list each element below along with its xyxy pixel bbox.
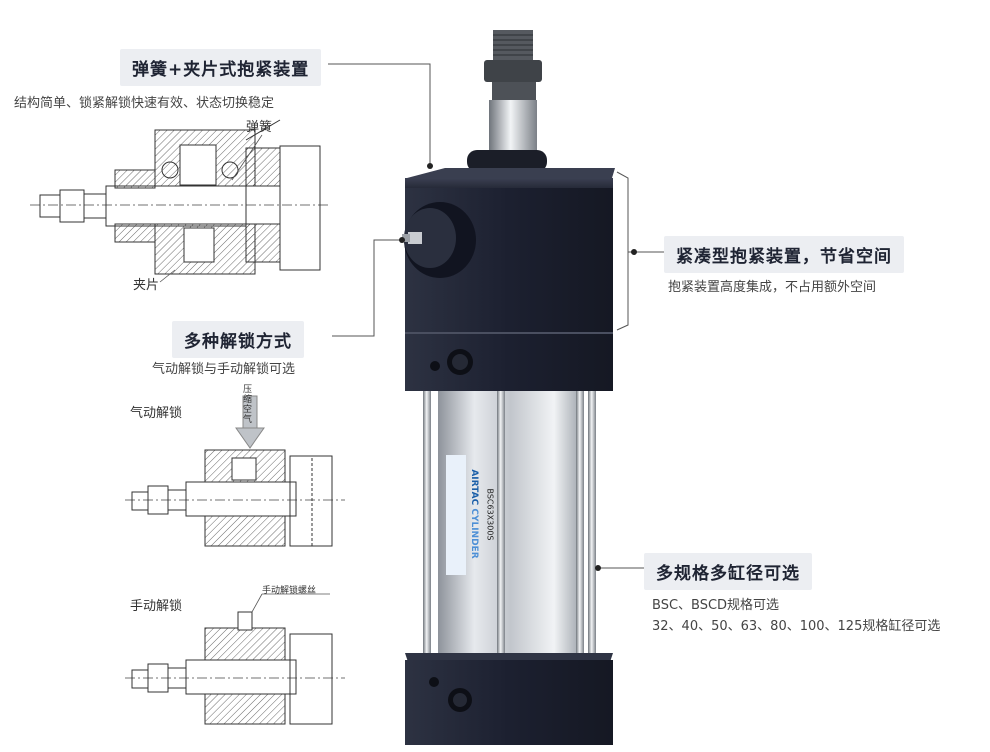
rod-nut xyxy=(484,60,542,82)
front-cap xyxy=(405,333,613,391)
callout-spring-clamp-title: 弹簧+夹片式抱紧装置 xyxy=(120,49,322,86)
piston-rod xyxy=(489,100,537,155)
tie-rod xyxy=(423,391,431,653)
label-manual-unlock: 手动解锁 xyxy=(130,599,183,614)
cylinder-product xyxy=(402,30,615,745)
cross-section-pneumatic xyxy=(125,395,345,547)
rear-cap xyxy=(405,660,613,745)
callout-compact-title: 紧凑型抱紧装置，节省空间 xyxy=(664,236,904,273)
callout-compact-subtitle: 抱紧装置高度集成，不占用额外空间 xyxy=(668,280,877,295)
label-air-supply: 压缩空气 xyxy=(243,385,253,425)
rod-collar xyxy=(467,150,547,172)
label-clip: 夹片 xyxy=(133,278,160,293)
product-label: AIRTAC CYLINDER xyxy=(469,454,479,574)
label-manual-screw: 手动解锁螺丝 xyxy=(262,586,317,596)
callout-unlock-subtitle: 气动解锁与手动解锁可选 xyxy=(152,362,296,377)
label-pneumatic-unlock: 气动解锁 xyxy=(130,406,183,421)
callout-unlock-title: 多种解锁方式 xyxy=(172,321,304,358)
label-spring: 弹簧 xyxy=(246,120,273,135)
callout-sizes-line2: 32、40、50、63、80、100、125规格缸径可选 xyxy=(652,619,941,634)
model-number: BSC63X300S xyxy=(485,488,495,541)
brand-name: AIRTAC xyxy=(469,469,479,506)
callout-spring-clamp-subtitle: 结构简单、锁紧解锁快速有效、状态切换稳定 xyxy=(14,96,275,111)
callout-sizes-title: 多规格多缸径可选 xyxy=(644,553,812,590)
callout-sizes-line1: BSC、BSCD规格可选 xyxy=(652,598,780,613)
series-name: CYLINDER xyxy=(469,508,479,559)
cross-section-main xyxy=(30,119,328,283)
cross-section-manual xyxy=(125,593,345,725)
